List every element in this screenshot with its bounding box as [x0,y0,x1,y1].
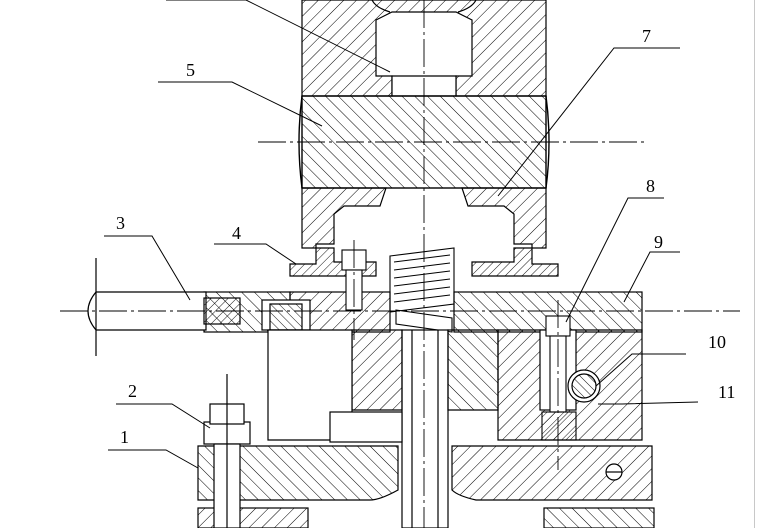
callout-8: 8 [646,176,655,196]
callout-9: 9 [654,232,663,252]
callout-10: 10 [708,332,726,352]
spring-stack [389,247,455,333]
callout-1: 1 [120,427,129,447]
bolt-part-2 [203,374,251,528]
left-bearing-body [267,329,403,443]
right-bearing-body [447,329,643,441]
callout-7: 7 [642,26,651,46]
central-shaft [401,329,449,528]
callout-11: 11 [718,382,735,402]
callout-4: 4 [232,223,241,243]
callout-2: 2 [128,381,137,401]
handle-rod-part-3 [87,258,241,356]
upper-housing [301,0,547,249]
leader-lines [104,0,699,469]
callout-3: 3 [116,213,125,233]
callout-5: 5 [186,60,195,80]
centre-lines [60,0,740,528]
callout-labels: 1 2 3 4 5 7 8 9 10 11 [116,26,735,447]
page-edge-rule [754,0,755,528]
